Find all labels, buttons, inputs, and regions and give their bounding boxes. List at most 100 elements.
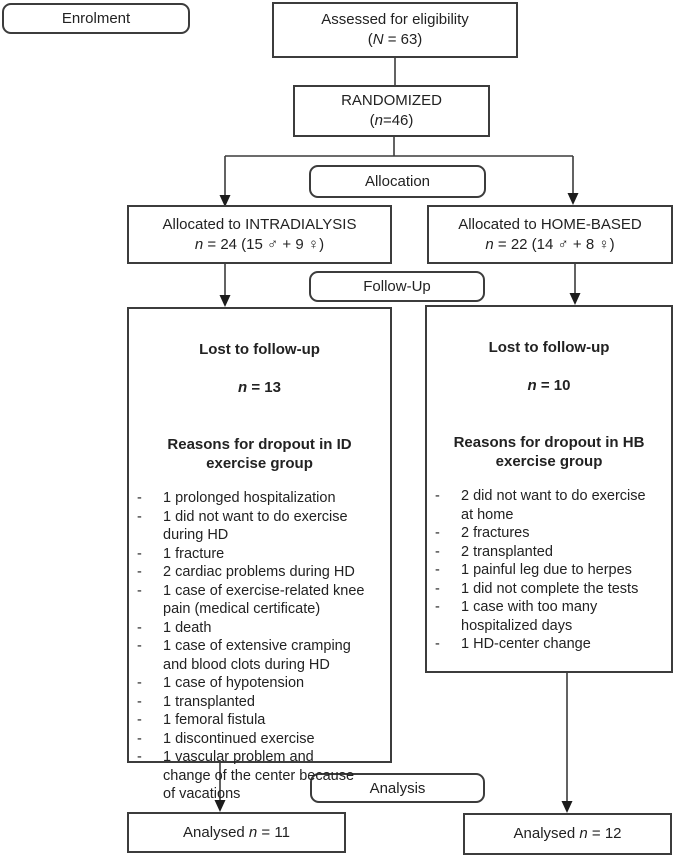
dropout-reason-item: - 1 vascular problem and change of the ce… [129, 748, 390, 804]
dropout-reason-text: 1 painful leg due to herpes [461, 562, 632, 578]
lost-hb-reason-list: - 2 did not want to do exercise at home - 2… [427, 487, 671, 654]
lost-id-reason-list: - 1 prolonged hospitalization - 1 did not w… [129, 489, 390, 804]
list-dash: - [137, 638, 142, 654]
lost-id-count: n = 13 [238, 379, 281, 396]
list-dash: - [435, 543, 440, 560]
list-dash: - [435, 525, 440, 541]
dropout-reason-item: - 1 fracture [129, 545, 390, 564]
allocated-intradialysis-box: Allocated to INTRADIALYSIS n = 24 (15 ♂ … [127, 205, 392, 264]
dropout-reason-item: - 1 did not complete the tests [427, 580, 671, 599]
stage-label-analysis-text: Analysis [369, 779, 426, 797]
list-dash: - [137, 564, 142, 580]
arrowhead-allocid-lost [219, 295, 231, 307]
list-dash: - [137, 490, 142, 506]
dropout-reason-item: - 1 case with too many hospitalized days [427, 598, 671, 635]
list-dash: - [435, 599, 440, 615]
arrowhead-lostid-analysed [214, 800, 226, 812]
allocated-homebased-title: Allocated to HOME-BASED [458, 215, 642, 233]
dropout-reason-text: 1 vascular problem and change of the cen… [163, 749, 355, 802]
dropout-reason-text: 1 discontinued exercise [163, 730, 315, 747]
randomized-box: RANDOMIZED (n=46) [293, 85, 490, 137]
dropout-reason-item: - 1 discontinued exercise [129, 730, 390, 749]
lost-hb-subtitle: Reasons for dropout in HB exercise group [453, 434, 645, 470]
lost-followup-hb-box: Lost to follow-up n = 10 Reasons for dro… [425, 305, 673, 673]
list-dash: - [137, 582, 142, 599]
stage-label-allocation-text: Allocation [364, 173, 431, 190]
lost-id-title: Lost to follow-up n = 13 [129, 321, 390, 416]
lost-hb-title: Lost to follow-up n = 10 [427, 319, 671, 414]
dropout-reason-text: 1 case of extensive cramping and blood c… [163, 638, 351, 673]
randomized-title: RANDOMIZED [341, 92, 442, 109]
dropout-reason-text: 1 prolonged hospitalization [163, 490, 336, 506]
dropout-reason-text: 1 fracture [163, 545, 225, 562]
list-dash: - [137, 675, 142, 691]
dropout-reason-text: 2 fractures [461, 525, 530, 541]
analysed-hb-box: Analysed n = 12 [463, 813, 672, 855]
dropout-reason-text: 2 cardiac problems during HD [163, 564, 355, 580]
stage-label-followup: Follow-Up [309, 271, 485, 302]
dropout-reason-text: 1 case of hypotension [163, 675, 305, 691]
arrowhead-split-right [567, 193, 579, 205]
dropout-reason-text: 1 HD-center change [461, 636, 591, 652]
list-dash: - [435, 580, 440, 597]
dropout-reason-item: - 1 death [129, 619, 390, 638]
dropout-reason-text: 1 case of exercise-related knee pain (me… [163, 582, 365, 618]
arrowhead-allochb-lost [569, 293, 581, 305]
stage-label-analysis: Analysis [310, 773, 485, 803]
stage-label-enrolment: Enrolment [2, 3, 190, 34]
stage-label-enrolment-text: Enrolment [61, 10, 131, 27]
stage-label-allocation: Allocation [309, 165, 486, 198]
dropout-reason-item: - 1 transplanted [129, 693, 390, 712]
lost-followup-id-box: Lost to follow-up n = 13 Reasons for dro… [127, 307, 392, 802]
dropout-reason-text: 1 did not complete the tests [461, 580, 639, 597]
list-dash: - [137, 730, 142, 747]
dropout-reason-item: - 1 HD-center change [427, 635, 671, 654]
lost-id-title-text: Lost to follow-up [199, 341, 320, 358]
dropout-reason-item: - 2 transplanted [427, 543, 671, 562]
lost-id-subtitle: Reasons for dropout in ID exercise group [167, 436, 352, 472]
dropout-reason-text: 1 death [163, 619, 212, 636]
stage-label-followup-text: Follow-Up [363, 278, 431, 295]
dropout-reason-item: - 1 case of exercise-related knee pain (m… [129, 582, 390, 619]
list-dash: - [137, 545, 142, 562]
dropout-reason-item: - 1 femoral fistula [129, 711, 390, 730]
dropout-reason-item: - 1 prolonged hospitalization [129, 489, 390, 508]
dropout-reason-item: - 1 case of hypotension [129, 674, 390, 693]
list-dash: - [435, 488, 440, 504]
list-dash: - [137, 693, 142, 710]
analysed-id-box: Analysed n = 11 [127, 812, 346, 853]
dropout-reason-item: - 2 did not want to do exercise at home [427, 487, 671, 524]
list-dash: - [137, 712, 142, 728]
dropout-reason-text: 1 femoral fistula [163, 712, 266, 728]
arrowhead-split-left [219, 195, 231, 207]
eligibility-count: (N = 63) [367, 31, 423, 48]
randomized-count: (n=46) [369, 112, 414, 129]
allocated-homebased-box: Allocated to HOME-BASED n = 22 (14 ♂ + 8… [427, 205, 673, 264]
eligibility-title: Assessed for eligibility [321, 11, 469, 28]
analysed-id-text: Analysed n = 11 [183, 823, 290, 841]
allocated-homebased-count: n = 22 (14 ♂ + 8 ♀) [485, 235, 615, 253]
analysed-hb-text: Analysed n = 12 [513, 825, 622, 842]
dropout-reason-text: 1 did not want to do exercise during HD [163, 508, 348, 544]
dropout-reason-item: - 1 case of extensive cramping and blood … [129, 637, 390, 674]
list-dash: - [435, 562, 440, 578]
lost-hb-count: n = 10 [527, 377, 571, 394]
dropout-reason-text: 2 did not want to do exercise at home [461, 488, 646, 523]
dropout-reason-text: 1 case with too many hospitalized days [461, 599, 598, 634]
eligibility-box: Assessed for eligibility (N = 63) [272, 2, 518, 58]
dropout-reason-text: 2 transplanted [461, 543, 553, 560]
list-dash: - [137, 508, 142, 525]
list-dash: - [137, 749, 142, 765]
dropout-reason-item: - 1 did not want to do exercise during HD [129, 508, 390, 545]
dropout-reason-item: - 2 fractures [427, 524, 671, 543]
dropout-reason-item: - 1 painful leg due to herpes [427, 561, 671, 580]
allocated-intradialysis-count: n = 24 (15 ♂ + 9 ♀) [194, 235, 325, 253]
lost-hb-title-text: Lost to follow-up [488, 339, 610, 356]
dropout-reason-item: - 2 cardiac problems during HD [129, 563, 390, 582]
dropout-reason-text: 1 transplanted [163, 693, 255, 710]
allocated-intradialysis-title: Allocated to INTRADIALYSIS [162, 215, 357, 233]
list-dash: - [137, 619, 142, 636]
list-dash: - [435, 636, 440, 652]
